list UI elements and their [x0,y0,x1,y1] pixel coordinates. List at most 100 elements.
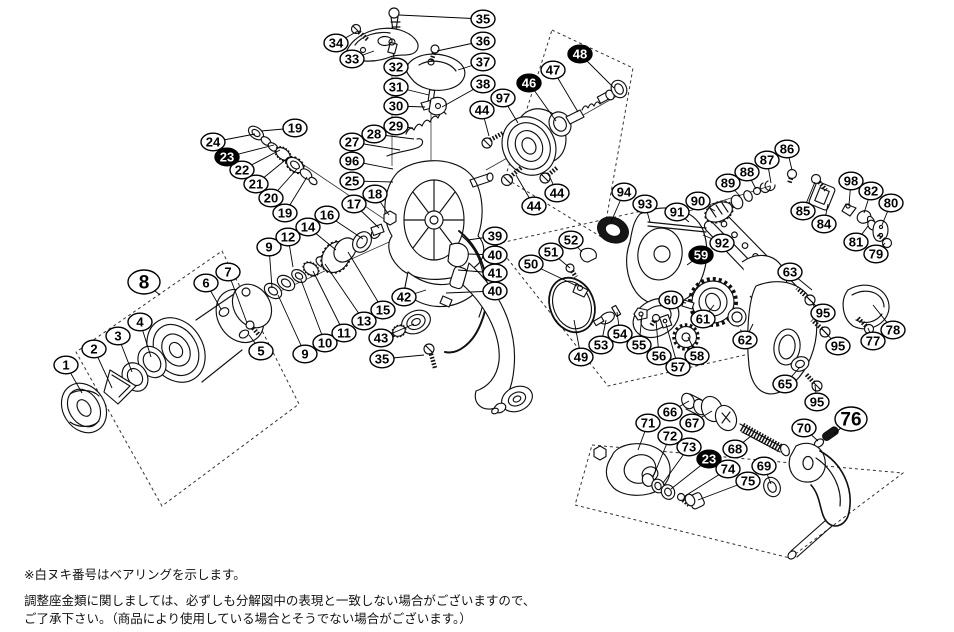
footnote-washers-2: ご了承下さい。（商品により使用している場合とそうでない場合がございます。） [24,611,472,626]
footnote-bearing: ※白ヌキ番号はベアリングを示します。 [24,567,246,582]
callout-40: 40 [482,281,508,301]
callout-59-bearing: 59 [688,245,714,265]
svg-text:86: 86 [780,142,794,157]
callout-34: 34 [323,33,349,53]
callout-67: 67 [679,413,705,433]
svg-text:67: 67 [685,416,699,431]
callout-44: 44 [544,183,570,203]
leader-line-15 [347,251,384,311]
svg-text:36: 36 [476,34,490,49]
callout-60: 60 [658,290,684,310]
svg-text:30: 30 [389,99,403,114]
callout-17: 17 [341,194,367,214]
svg-text:96: 96 [345,154,359,169]
callout-56: 56 [646,346,672,366]
callout-47: 47 [540,60,566,80]
svg-text:70: 70 [797,421,811,436]
drag-knob-assembly-drawing [481,79,628,187]
callout-35: 35 [369,349,395,369]
svg-text:24: 24 [206,135,221,150]
svg-text:44: 44 [550,186,565,201]
callout-62: 62 [732,330,758,350]
callout-12: 12 [275,227,301,247]
callout-89: 89 [715,173,741,193]
callout-25: 25 [339,171,365,191]
callout-84: 84 [811,214,837,234]
top-cover-assembly-drawing [345,7,466,157]
callout-95: 95 [804,392,830,412]
svg-text:47: 47 [546,63,560,78]
svg-text:25: 25 [345,174,359,189]
svg-text:61: 61 [696,312,710,327]
callout-51: 51 [538,242,564,262]
svg-text:31: 31 [389,80,403,95]
callout-37: 37 [470,52,496,72]
svg-text:79: 79 [869,247,883,262]
svg-text:82: 82 [864,184,878,199]
svg-text:92: 92 [715,236,729,251]
callout-22: 22 [229,160,255,180]
svg-text:27: 27 [345,135,359,150]
callout-82: 82 [858,181,884,201]
callout-58: 58 [684,346,710,366]
svg-text:44: 44 [475,103,490,118]
callout-77: 77 [860,331,886,351]
svg-text:34: 34 [329,36,344,51]
callout-41: 41 [482,263,508,283]
callout-31: 31 [383,77,409,97]
svg-text:81: 81 [849,235,863,250]
bail-assembly-drawing [385,230,533,415]
callout-94: 94 [611,182,637,202]
callout-66: 66 [657,402,683,422]
callout-96: 96 [339,151,365,171]
svg-text:95: 95 [831,339,845,354]
callout-70: 70 [791,418,817,438]
svg-text:19: 19 [278,206,292,221]
callout-23-bearing: 23 [696,449,722,469]
callout-33: 33 [339,49,365,69]
callout-23-bearing: 23 [214,147,240,167]
callout-13: 13 [351,311,377,331]
svg-text:76: 76 [840,410,861,431]
callout-16: 16 [314,205,340,225]
callout-65: 65 [772,374,798,394]
callout-43: 43 [368,328,394,348]
svg-text:28: 28 [367,127,381,142]
callout-1: 1 [53,355,79,375]
callout-9: 9 [256,237,282,257]
svg-text:42: 42 [397,290,411,305]
callout-61: 61 [690,309,716,329]
svg-text:51: 51 [544,245,558,260]
callout-80: 80 [878,193,904,213]
svg-text:38: 38 [476,77,490,92]
callout-6: 6 [193,273,219,293]
svg-text:95: 95 [810,395,824,410]
svg-text:85: 85 [796,204,810,219]
svg-text:14: 14 [301,220,316,235]
callout-55: 55 [626,335,652,355]
footnote-washers-1: 調整座金類に関しましては、必ずしも分解図中の表現と一致しない場合がございますので… [24,593,536,608]
callout-39: 39 [482,226,508,246]
callout-91: 91 [664,202,690,222]
svg-text:78: 78 [886,323,900,338]
callout-11: 11 [331,323,357,343]
callout-18: 18 [362,184,388,204]
svg-text:66: 66 [663,405,677,420]
callout-81: 81 [843,232,869,252]
svg-text:97: 97 [496,91,510,106]
svg-text:52: 52 [564,233,578,248]
callout-3: 3 [105,326,131,346]
svg-text:87: 87 [760,153,774,168]
svg-text:15: 15 [376,303,390,318]
svg-text:43: 43 [374,331,388,346]
callout-29: 29 [383,116,409,136]
callout-19: 19 [272,203,298,223]
svg-text:93: 93 [638,197,652,212]
callout-4: 4 [127,312,153,332]
leader-line-9 [277,294,306,355]
svg-text:46: 46 [522,76,536,91]
svg-text:6: 6 [202,276,209,291]
callout-28: 28 [361,124,387,144]
svg-text:9: 9 [265,240,272,255]
